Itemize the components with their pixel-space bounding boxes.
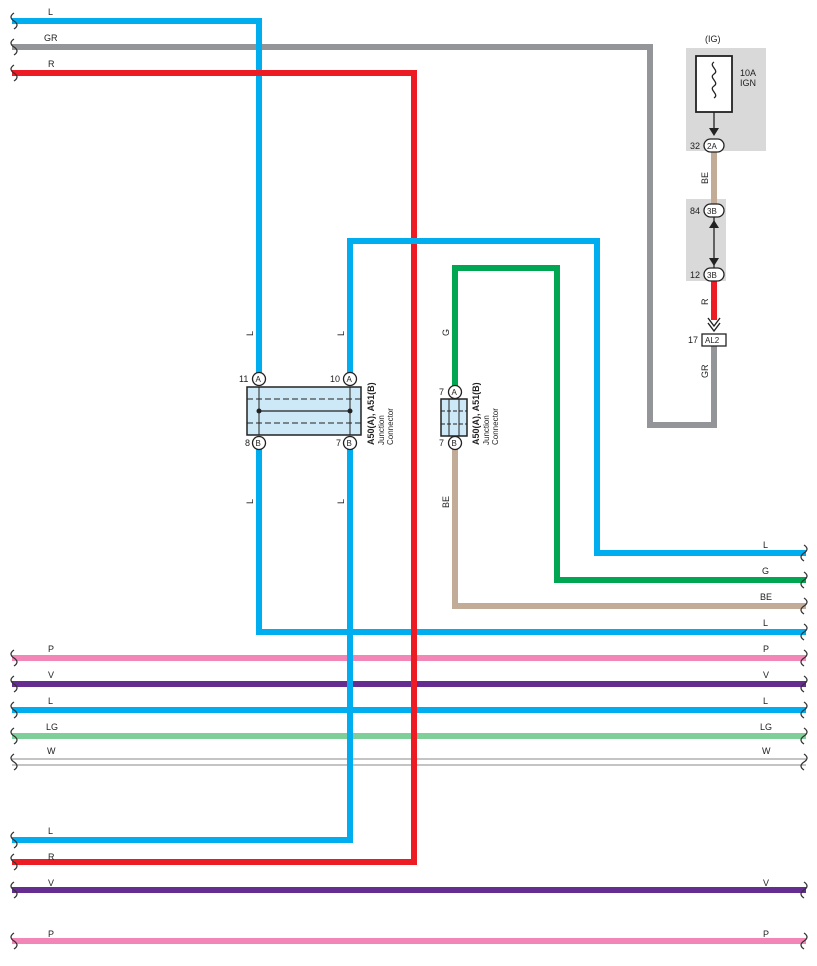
- label-right-l-3: L: [763, 696, 768, 706]
- label-left-l-mid: L: [48, 696, 53, 706]
- junction-internal-link: [709, 217, 719, 268]
- connector1-pin-a-left: A: [251, 371, 267, 387]
- connector2-pin-b-number: 7: [439, 438, 444, 448]
- svg-text:A: A: [256, 375, 262, 384]
- wire-g: [452, 265, 806, 583]
- junction-pin-3b-upper: 3B: [703, 203, 725, 218]
- connector2-subtitle-1: Junction: [482, 415, 491, 445]
- label-vertical-l-left-lower: L: [245, 499, 255, 504]
- wire-l-mid-upper: [347, 238, 806, 556]
- connector1-pin-a-left-number: 11: [239, 374, 248, 384]
- label-vertical-l-left-upper: L: [245, 331, 255, 336]
- label-left-p-mid: P: [48, 644, 54, 654]
- svg-text:B: B: [347, 439, 352, 448]
- chevron-down-icon: [707, 317, 721, 333]
- label-vertical-g: G: [441, 329, 451, 336]
- connector-al2-number: 17: [688, 335, 698, 345]
- connector1-pin-a-right-number: 10: [330, 374, 340, 384]
- connector1-pin-a-right: A: [342, 371, 358, 387]
- label-vertical-l-mid-lower: L: [336, 499, 346, 504]
- svg-text:A: A: [452, 388, 458, 397]
- label-right-l-2: L: [763, 618, 768, 628]
- label-vertical-be-fuse: BE: [700, 172, 710, 184]
- connector2-pin-a: A: [447, 384, 463, 400]
- wire-l-top: [12, 18, 262, 379]
- wire-w-mid: [12, 758, 806, 766]
- wire-gr-top: [12, 44, 717, 428]
- svg-text:AL2: AL2: [705, 336, 720, 345]
- right-break-marks: [800, 544, 808, 950]
- junction-pin-3b-lower-number: 12: [690, 270, 700, 280]
- label-right-v-2: V: [763, 878, 769, 888]
- svg-text:B: B: [256, 439, 261, 448]
- label-right-l-1: L: [763, 540, 768, 550]
- label-vertical-r-fuse: R: [700, 298, 710, 305]
- connector1-pin-b-left: B: [251, 435, 267, 451]
- connector1-subtitle-1: Junction: [377, 415, 386, 445]
- svg-text:B: B: [452, 439, 457, 448]
- label-left-lg-mid: LG: [46, 722, 58, 732]
- label-left-r-bottom: R: [48, 852, 55, 862]
- junction-connector-1: [246, 386, 362, 436]
- fuse-ig-label: (IG): [705, 34, 721, 44]
- label-right-be: BE: [760, 592, 772, 602]
- connector1-pin-b-right: B: [342, 435, 358, 451]
- label-left-l-top: L: [48, 7, 53, 17]
- label-right-lg: LG: [760, 722, 772, 732]
- connector1-subtitle-2: Connector: [386, 408, 395, 445]
- label-left-v-mid: V: [48, 670, 54, 680]
- label-right-p: P: [763, 644, 769, 654]
- label-right-w: W: [762, 746, 771, 756]
- label-right-g: G: [762, 566, 769, 576]
- label-vertical-gr-fuse: GR: [700, 364, 710, 378]
- connector1-pin-b-left-number: 8: [245, 438, 250, 448]
- fuse-rating: 10A: [740, 68, 756, 78]
- connector1-title: A50(A), A51(B): [366, 382, 376, 445]
- connector2-subtitle-2: Connector: [491, 408, 500, 445]
- junction-connector-2: [440, 398, 468, 437]
- junction-pin-3b-upper-number: 84: [690, 206, 700, 216]
- wire-r-top: [12, 70, 417, 865]
- label-vertical-be-lower: BE: [441, 496, 451, 508]
- fuse-name: IGN: [740, 78, 756, 88]
- wire-l-mid-lower: [12, 443, 353, 843]
- label-left-r-top: R: [48, 59, 55, 69]
- label-left-l-bottom: L: [48, 826, 53, 836]
- junction-pin-3b-lower: 3B: [703, 267, 725, 282]
- svg-text:3B: 3B: [707, 271, 717, 280]
- label-left-w-mid: W: [47, 746, 56, 756]
- fuse-icon: [695, 55, 733, 136]
- svg-text:A: A: [347, 375, 353, 384]
- svg-text:3B: 3B: [707, 207, 717, 216]
- svg-text:2A: 2A: [707, 142, 717, 151]
- connector2-pin-b: B: [447, 435, 463, 451]
- left-break-marks: [10, 12, 18, 950]
- label-left-v-bottom: V: [48, 878, 54, 888]
- label-vertical-l-mid-upper: L: [336, 331, 346, 336]
- fuse-pin-2a: 2A: [703, 138, 725, 153]
- connector2-pin-a-number: 7: [439, 387, 444, 397]
- connector-al2: AL2: [701, 333, 727, 347]
- label-right-v: V: [763, 670, 769, 680]
- wire-be: [452, 443, 806, 609]
- fuse-pin-2a-number: 32: [690, 141, 700, 151]
- label-right-p-2: P: [763, 929, 769, 939]
- label-left-gr-top: GR: [44, 33, 58, 43]
- connector1-pin-b-right-number: 7: [336, 438, 341, 448]
- wire-l-left-lower: [256, 443, 806, 635]
- connector2-title: A50(A), A51(B): [471, 382, 481, 445]
- label-left-p-bottom: P: [48, 929, 54, 939]
